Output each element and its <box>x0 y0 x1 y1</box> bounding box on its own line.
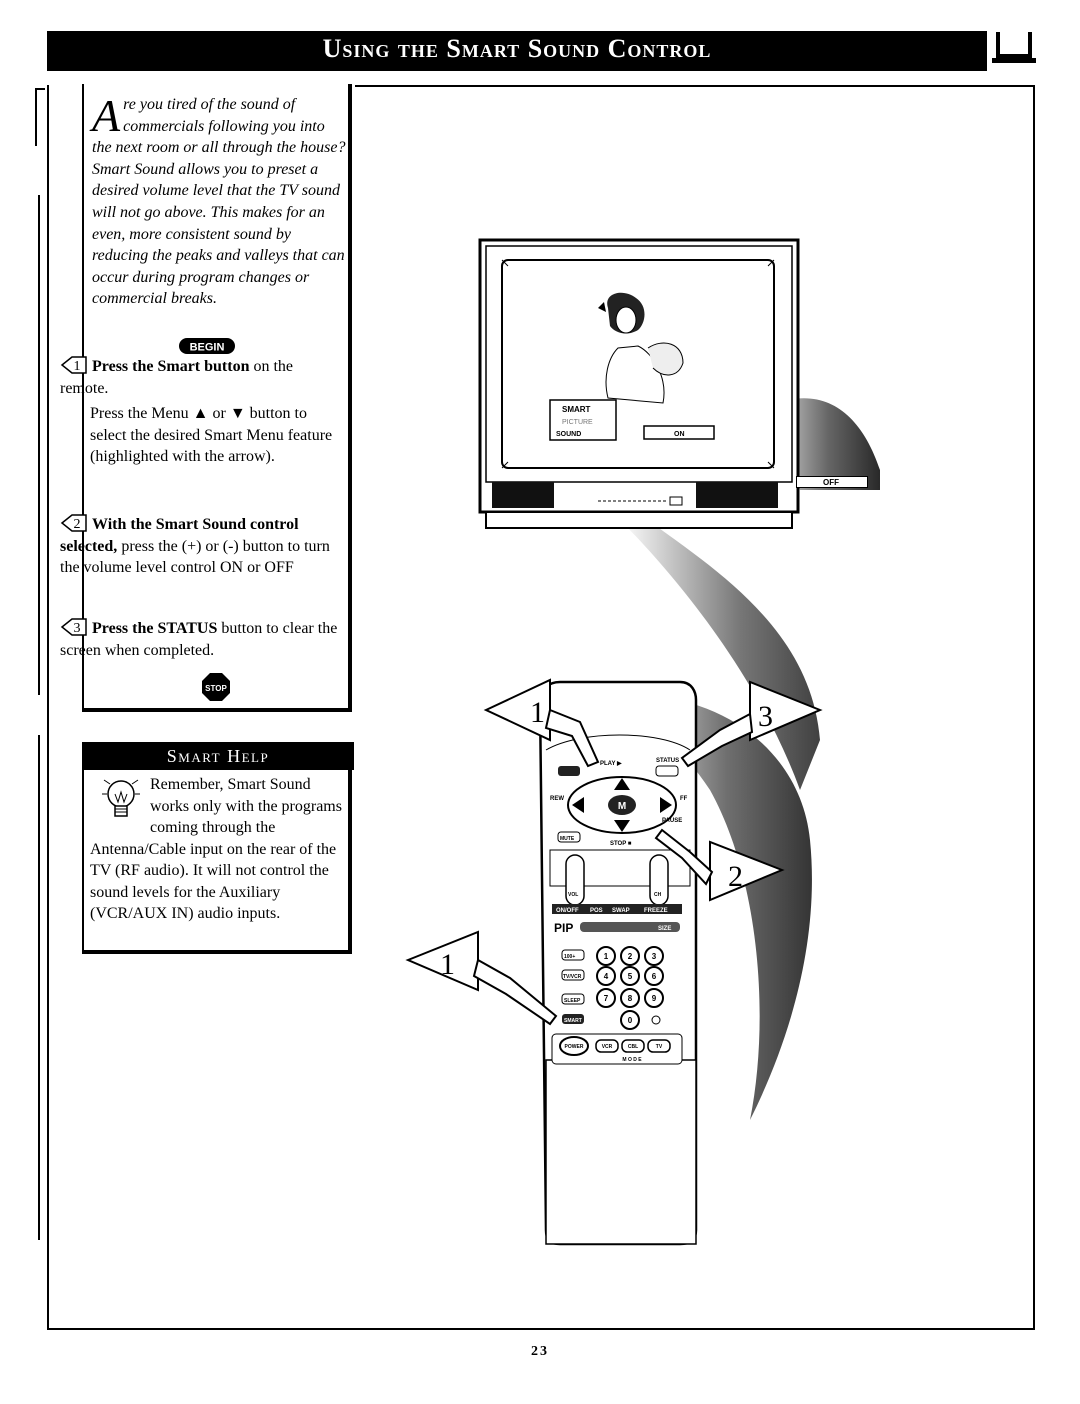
svg-text:1: 1 <box>440 948 455 981</box>
svg-text:1: 1 <box>74 359 81 374</box>
svg-text:2: 2 <box>728 860 743 893</box>
pip-pos-label: POS <box>590 908 603 914</box>
begin-label: BEGIN <box>190 342 225 354</box>
digit-1: 1 <box>604 952 609 961</box>
callout-arrow-1-top: 1 <box>483 678 551 742</box>
help-text-body: Remember, Smart Sound works only with th… <box>90 776 342 922</box>
digit-5: 5 <box>628 972 633 981</box>
step-1: 1 Press the Smart button on the remote. <box>60 355 320 399</box>
center-m-label: M <box>618 801 626 812</box>
frame-mark <box>35 88 37 146</box>
menu-item-picture: PICTURE <box>562 419 593 426</box>
begin-badge: BEGIN <box>179 338 235 354</box>
key-100-label: 100+ <box>564 954 575 960</box>
svg-text:3: 3 <box>758 700 773 733</box>
keypad: 100+ TV/VCR SLEEP SMART 1 2 3 4 5 6 7 8 … <box>561 946 664 1030</box>
tv-illustration: SMART PICTURE SOUND ON <box>478 238 800 529</box>
menu-item-sound: SOUND <box>556 431 581 438</box>
power-label: POWER <box>565 1044 584 1050</box>
frame-mark <box>38 735 40 1240</box>
key-sleep-label: SLEEP <box>564 998 581 1004</box>
mode-cbl-label: CBL <box>628 1044 638 1050</box>
mode-tv-label: TV <box>656 1044 663 1050</box>
drop-cap: A <box>92 90 121 141</box>
pause-label: PAUSE <box>662 818 682 824</box>
key-tvvcr-label: TV/VCR <box>563 974 582 980</box>
rew-label: REW <box>550 796 564 802</box>
step-1-bold: Press the Smart button <box>92 358 250 375</box>
frame-mark <box>35 88 45 90</box>
page-title: Using the Smart Sound Control <box>322 34 712 63</box>
help-text-spacer <box>90 774 150 830</box>
play-label: PLAY ▶ <box>600 760 622 767</box>
svg-text:3: 3 <box>74 621 81 636</box>
title-bar: Using the Smart Sound Control <box>47 31 987 71</box>
vol-label: VOL <box>568 892 578 898</box>
page-number: 23 <box>531 1344 549 1359</box>
digit-7: 7 <box>604 994 609 1003</box>
step-3: 3 Press the STATUS button to clear the s… <box>60 617 348 661</box>
help-title: Smart Help <box>82 742 354 770</box>
digit-6: 6 <box>652 972 657 981</box>
digit-3: 3 <box>652 952 657 961</box>
digit-9: 9 <box>652 994 657 1003</box>
help-text: Remember, Smart Sound works only with th… <box>90 774 350 925</box>
ch-label: CH <box>654 892 662 898</box>
remote-illustration: PLAY ▶ STATUS M REW FF STOP ■ PAUSE MUTE… <box>405 678 823 1246</box>
ff-label: FF <box>680 796 688 802</box>
frame-mark <box>38 195 40 695</box>
tv-corner-icon <box>992 32 1036 63</box>
size-label: SIZE <box>658 926 671 932</box>
lightbulb-icon <box>102 779 140 817</box>
digit-4: 4 <box>604 972 609 981</box>
stop-label: STOP <box>205 684 227 693</box>
pip-on-off-label: ON/OFF <box>556 908 579 914</box>
page-frame <box>47 85 1035 1330</box>
step-number-badge-1: 1 <box>60 356 87 374</box>
pointing-hands <box>472 708 754 1026</box>
callout-arrow-2: 2 <box>709 840 785 902</box>
menu-value-off: OFF <box>796 476 868 488</box>
callout-arrow-1-bottom: 1 <box>405 930 479 992</box>
help-box <box>82 742 352 954</box>
intro-box <box>82 84 352 712</box>
pip-freeze-label: FREEZE <box>644 908 668 914</box>
step-1-text: on the remote. <box>60 358 294 397</box>
digit-0: 0 <box>628 1016 633 1025</box>
step-number-badge-2: 2 <box>60 514 87 532</box>
status-label: STATUS <box>656 758 679 764</box>
step-2-text: press the (+) or (-) button to turn the … <box>60 537 330 577</box>
woman-sketch <box>598 292 684 404</box>
pip-label: PIP <box>554 921 573 935</box>
svg-text:1: 1 <box>530 696 545 729</box>
step-number-badge-3: 3 <box>60 618 87 636</box>
step-1-extra: Press the Menu ▲ or ▼ button to select t… <box>90 405 333 465</box>
svg-text:2: 2 <box>74 517 81 532</box>
step-3-bold: Press the STATUS <box>92 620 218 637</box>
frame-top-line <box>355 85 1035 87</box>
intro-text: re you tired of the sound of commercials… <box>92 96 346 308</box>
mode-label: M O D E <box>622 1057 642 1063</box>
step-3-text: button to clear the screen when complete… <box>60 620 338 659</box>
menu-title: SMART <box>562 405 591 414</box>
digit-2: 2 <box>628 952 633 961</box>
menu-value-on: ON <box>674 431 685 438</box>
digit-8: 8 <box>628 994 633 1003</box>
mode-vcr-label: VCR <box>602 1044 613 1050</box>
callout-arrow-3: 3 <box>749 680 823 742</box>
step-2: 2 With the Smart Sound control selected,… <box>60 513 348 579</box>
step-2-bold: With the Smart Sound control selected, <box>60 516 299 555</box>
stop-badge: STOP <box>202 673 230 701</box>
key-smart-label: SMART <box>564 1018 582 1024</box>
pip-swap-label: SWAP <box>612 908 630 914</box>
mute-label: MUTE <box>560 836 575 842</box>
stop-button-label: STOP ■ <box>610 841 632 847</box>
